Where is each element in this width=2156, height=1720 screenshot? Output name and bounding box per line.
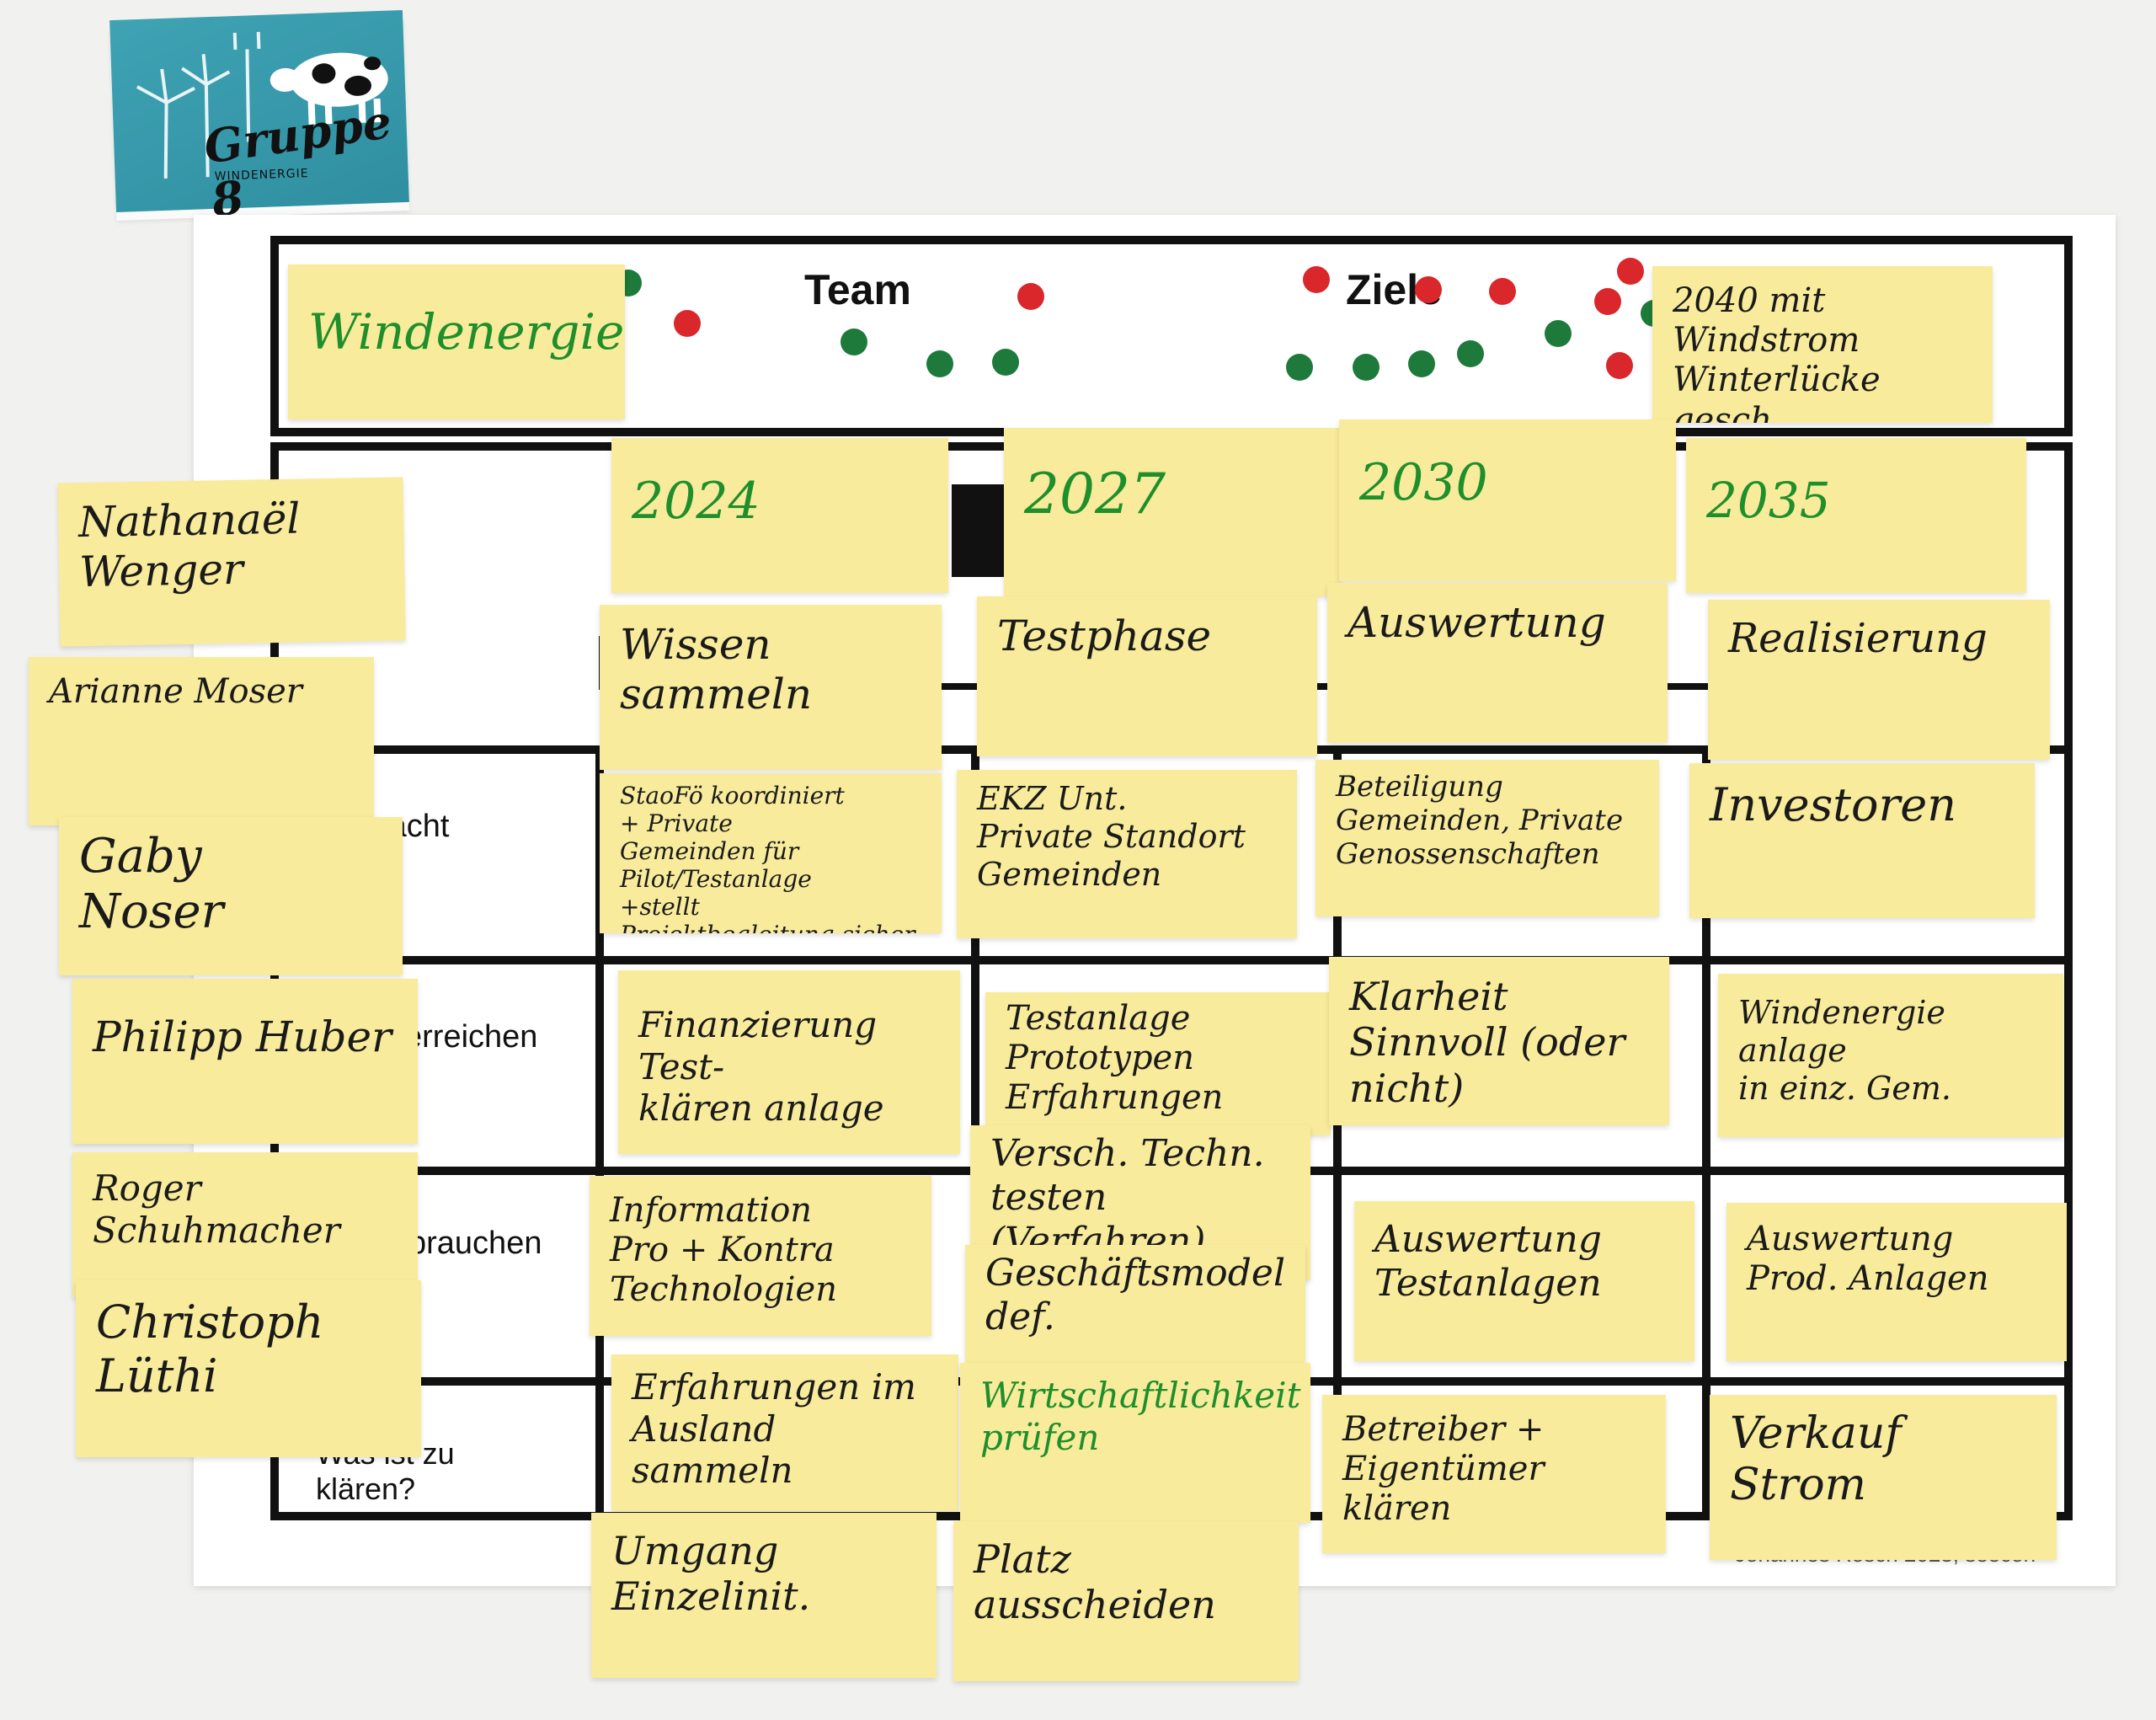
actor-note-beteiligung: Beteiligung Gemeinden, Private Genossens… <box>1315 760 1659 916</box>
person-note-arianne: Arianne Moser <box>29 657 374 825</box>
achieve-note-testanlage: Testanlage Prototypen Erfahrungen sam. <box>985 992 1331 1135</box>
topic-note: Windenergie <box>288 264 625 419</box>
achieve-note-windenergieanlage: Windenergie anlage in einz. Gem. <box>1718 974 2063 1137</box>
phase-note-auswertung: Auswertung <box>1327 583 1668 743</box>
phase-note-testphase: Testphase <box>977 596 1317 756</box>
year-note-2030: 2030 <box>1339 419 1676 581</box>
team-label: Team <box>804 266 911 313</box>
row-label-erreichen: erreichen <box>404 1019 538 1055</box>
person-note-roger: Roger Schuhmacher <box>72 1152 418 1297</box>
actor-note-investoren: Investoren <box>1689 763 2035 918</box>
achieve-note-klarheit: Klarheit Sinnvoll (oder nicht) <box>1329 957 1669 1125</box>
person-note-christoph: Christoph Lüthi <box>76 1280 421 1457</box>
year-note-2024: 2024 <box>611 438 948 593</box>
clarify-note-erfahrungen-ausland: Erfahrungen im Ausland sammeln <box>611 1354 958 1511</box>
person-note-nathanael: Nathanaël Wenger <box>57 477 406 647</box>
clarify-note-betreiber: Betreiber + Eigentümer klären <box>1322 1395 1666 1553</box>
person-note-philipp: Philipp Huber <box>72 979 418 1144</box>
extra-note-platz: Platz ausscheiden <box>953 1521 1299 1681</box>
clarify-note-verkauf-strom: Verkauf Strom <box>1710 1395 2057 1560</box>
clarify-note-wirtschaftlichkeit: Wirtschaftlichkeit prüfen <box>960 1363 1310 1523</box>
actor-note-staofoe: StaoFö koordiniert + Private Gemeinden f… <box>600 773 942 933</box>
need-note-auswertung-testanlagen: Auswertung Testanlagen <box>1354 1201 1694 1361</box>
goal-note: 2040 mit Windstrom Winterlücke gesch. <box>1652 266 1993 423</box>
achieve-note-finanzierung: Finanzierung Test- klären anlage <box>618 970 960 1154</box>
person-note-gaby: Gaby Noser <box>59 817 403 975</box>
year-note-2035: 2035 <box>1686 438 2026 593</box>
wind-turbine-cow-illustration <box>136 31 388 179</box>
phase-note-realisierung: Realisierung <box>1708 600 2050 760</box>
phase-note-wissen: Wissen sammeln <box>600 605 942 770</box>
need-note-auswertung-prod: Auswertung Prod. Anlagen <box>1726 1203 2067 1361</box>
extra-note-umgang: Umgang Einzelinit. <box>591 1513 937 1678</box>
need-note-information: Information Pro + Kontra Technologien <box>590 1176 931 1336</box>
row-label-brauchen: brauchen <box>408 1226 542 1261</box>
actor-note-ekz: EKZ Unt. Private Standort Gemeinden <box>957 770 1297 938</box>
year-note-2027: 2027 <box>1004 428 1341 596</box>
group-card: Gruppe 8 WINDENERGIE <box>109 9 409 227</box>
